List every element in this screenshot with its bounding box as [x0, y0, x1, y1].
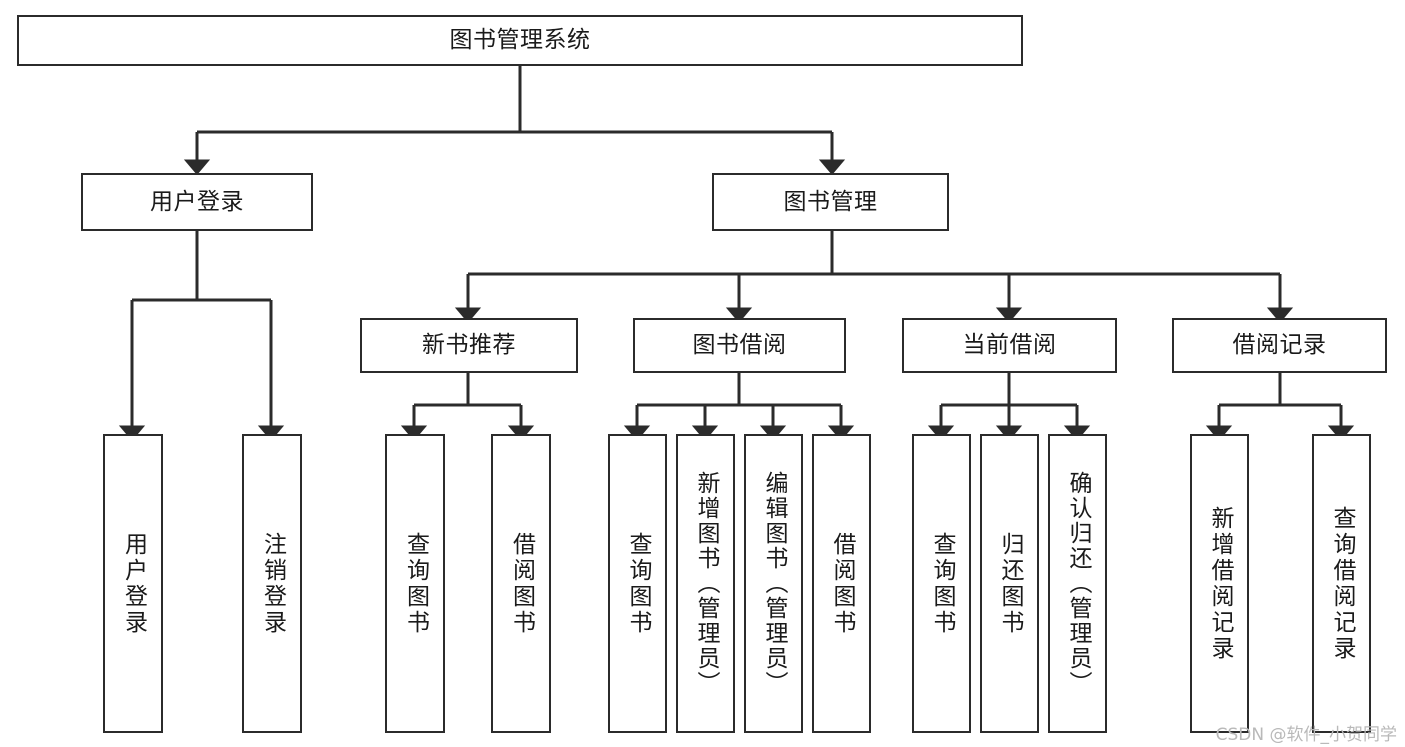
leaf-return-book-label: 归还图书 [997, 531, 1023, 636]
leaf-add-book-label: 新增图书（管理员） [693, 471, 719, 696]
leaf-add-record[interactable]: 新增借阅记录 [1190, 434, 1249, 733]
leaf-edit-book[interactable]: 编辑图书（管理员） [744, 434, 803, 733]
leaf-query-book-1[interactable]: 查询图书 [385, 434, 445, 733]
leaf-user-login-label: 用户登录 [120, 531, 147, 636]
node-root[interactable]: 图书管理系统 [17, 15, 1023, 66]
leaf-borrow-book-1-label: 借阅图书 [508, 531, 535, 636]
leaf-add-book[interactable]: 新增图书（管理员） [676, 434, 735, 733]
node-new-book-recommend[interactable]: 新书推荐 [360, 318, 578, 373]
node-book-management[interactable]: 图书管理 [712, 173, 949, 231]
leaf-edit-book-label: 编辑图书（管理员） [761, 471, 787, 696]
leaf-query-book-1-label: 查询图书 [402, 531, 429, 636]
leaf-logout-login-label: 注销登录 [259, 531, 286, 636]
node-user-login[interactable]: 用户登录 [81, 173, 313, 231]
leaf-user-login[interactable]: 用户登录 [103, 434, 163, 733]
node-borrow-record[interactable]: 借阅记录 [1172, 318, 1387, 373]
node-current-borrow[interactable]: 当前借阅 [902, 318, 1117, 373]
node-new-book-recommend-label: 新书推荐 [422, 332, 516, 359]
leaf-query-book-2-label: 查询图书 [625, 531, 651, 636]
leaf-borrow-book-1[interactable]: 借阅图书 [491, 434, 551, 733]
watermark-text: CSDN @软件_小贺同学 [1215, 725, 1397, 745]
node-book-borrow-label: 图书借阅 [692, 332, 787, 359]
node-root-label: 图书管理系统 [449, 27, 591, 54]
leaf-borrow-book-2[interactable]: 借阅图书 [812, 434, 871, 733]
node-book-borrow[interactable]: 图书借阅 [633, 318, 846, 373]
leaf-borrow-book-2-label: 借阅图书 [829, 531, 855, 636]
node-user-login-label: 用户登录 [150, 188, 244, 215]
leaf-query-book-3-label: 查询图书 [929, 531, 955, 636]
leaf-logout-login[interactable]: 注销登录 [242, 434, 302, 733]
leaf-add-record-label: 新增借阅记录 [1207, 505, 1233, 662]
leaf-return-book[interactable]: 归还图书 [980, 434, 1039, 733]
node-book-management-label: 图书管理 [783, 188, 878, 215]
node-borrow-record-label: 借阅记录 [1232, 332, 1327, 359]
leaf-query-book-2[interactable]: 查询图书 [608, 434, 667, 733]
leaf-query-record[interactable]: 查询借阅记录 [1312, 434, 1371, 733]
leaf-confirm-return-label: 确认归还（管理员） [1065, 471, 1091, 696]
node-current-borrow-label: 当前借阅 [962, 332, 1057, 359]
leaf-query-record-label: 查询借阅记录 [1329, 505, 1355, 662]
leaf-confirm-return[interactable]: 确认归还（管理员） [1048, 434, 1107, 733]
leaf-query-book-3[interactable]: 查询图书 [912, 434, 971, 733]
